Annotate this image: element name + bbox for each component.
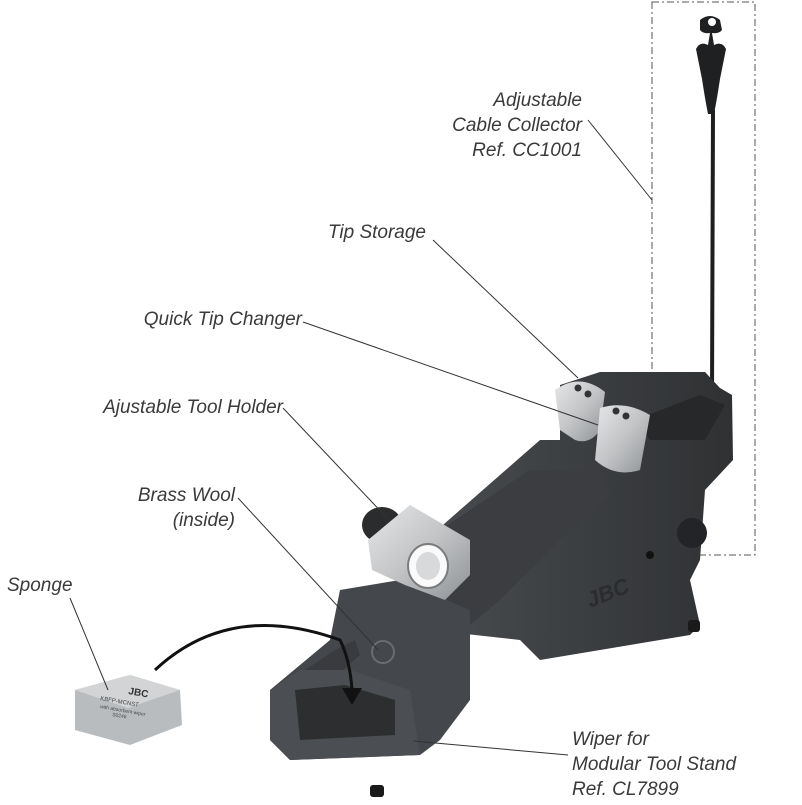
label-cable-collector: Adjustable Cable Collector Ref. CC1001	[452, 88, 582, 163]
tool-holder	[362, 505, 470, 600]
label-sponge: Sponge	[7, 575, 73, 596]
label-brass-wool-line2: (inside)	[172, 510, 235, 531]
cable-collector	[696, 16, 726, 396]
leader-lines	[69, 119, 653, 756]
sponge: JBC KBFP-MCNST with absorbent wiper S024…	[75, 675, 182, 745]
label-wiper-line3: Ref. CL7899	[572, 779, 679, 800]
label-cable-collector-line1: Adjustable	[493, 90, 582, 111]
leader-tool-holder	[282, 407, 389, 520]
label-cable-collector-line3: Ref. CC1001	[472, 140, 582, 161]
label-wiper-line2: Modular Tool Stand	[572, 754, 737, 775]
leader-sponge	[69, 597, 109, 691]
sponge-text-3: S0246	[112, 712, 127, 720]
label-brass-wool-line1: Brass Wool	[137, 485, 235, 506]
sponge-brand: JBC	[127, 686, 149, 700]
label-quick-tip-changer: Quick Tip Changer	[143, 309, 302, 330]
quick-tip-changer	[555, 381, 650, 473]
leader-quick-tip-changer	[302, 321, 599, 426]
sponge-arrow	[153, 624, 362, 705]
label-tip-storage: Tip Storage	[327, 222, 426, 243]
label-wiper: Wiper for Modular Tool Stand Ref. CL7899	[572, 727, 736, 802]
leader-cable-collector	[587, 119, 653, 201]
cable-collector-frame	[651, 1, 756, 556]
label-tool-holder: Ajustable Tool Holder	[103, 397, 283, 418]
leader-brass-wool	[237, 497, 379, 651]
leader-wiper	[412, 740, 569, 756]
leader-tip-storage	[432, 239, 579, 379]
label-wiper-line1: Wiper for	[572, 729, 649, 750]
label-cable-collector-line2: Cable Collector	[452, 115, 582, 136]
stand-body: JBC	[270, 372, 733, 797]
label-brass-wool: Brass Wool (inside)	[138, 483, 235, 533]
